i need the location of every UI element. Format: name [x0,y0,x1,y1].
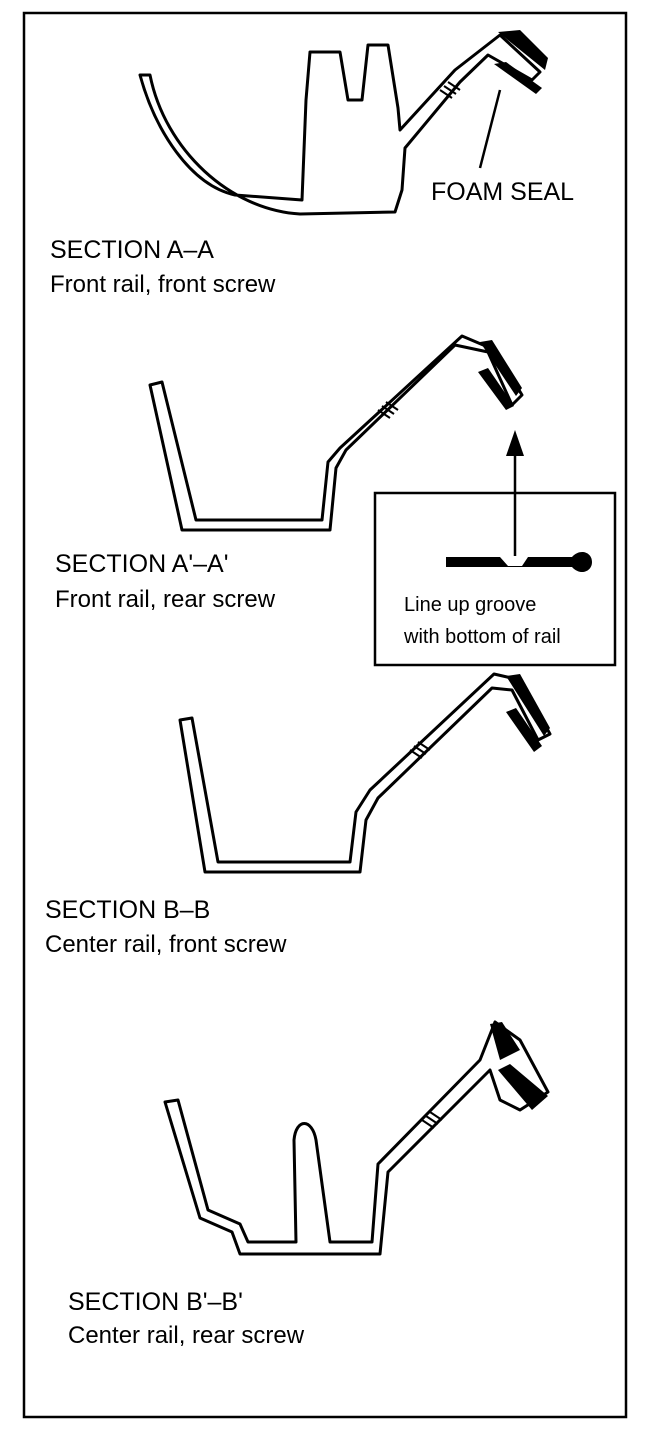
section-a-prime-profile [148,334,524,532]
section-a-a-subtitle: Front rail, front screw [50,271,276,298]
section-a-prime-title: SECTION A'–A' [55,550,229,578]
section-b-b-profile [178,672,552,874]
section-a-a-profile [138,30,548,216]
inset-text-line-2: with bottom of rail [404,626,561,648]
outer-border [22,11,628,1419]
section-a-prime-subtitle: Front rail, rear screw [55,586,276,613]
section-b-b-title: SECTION B–B [45,896,211,924]
foam-seal-label: FOAM SEAL [431,178,575,206]
section-b-b-subtitle: Center rail, front screw [45,931,287,958]
foam-seal-leader-line [478,89,502,169]
inset-text-line-1: Line up groove [404,594,537,616]
section-b-prime-title: SECTION B'–B' [68,1288,243,1316]
section-b-prime-subtitle: Center rail, rear screw [68,1322,305,1349]
groove-alignment-inset [373,430,617,667]
section-a-a-title: SECTION A–A [50,236,214,264]
section-b-prime-profile [163,1020,550,1256]
